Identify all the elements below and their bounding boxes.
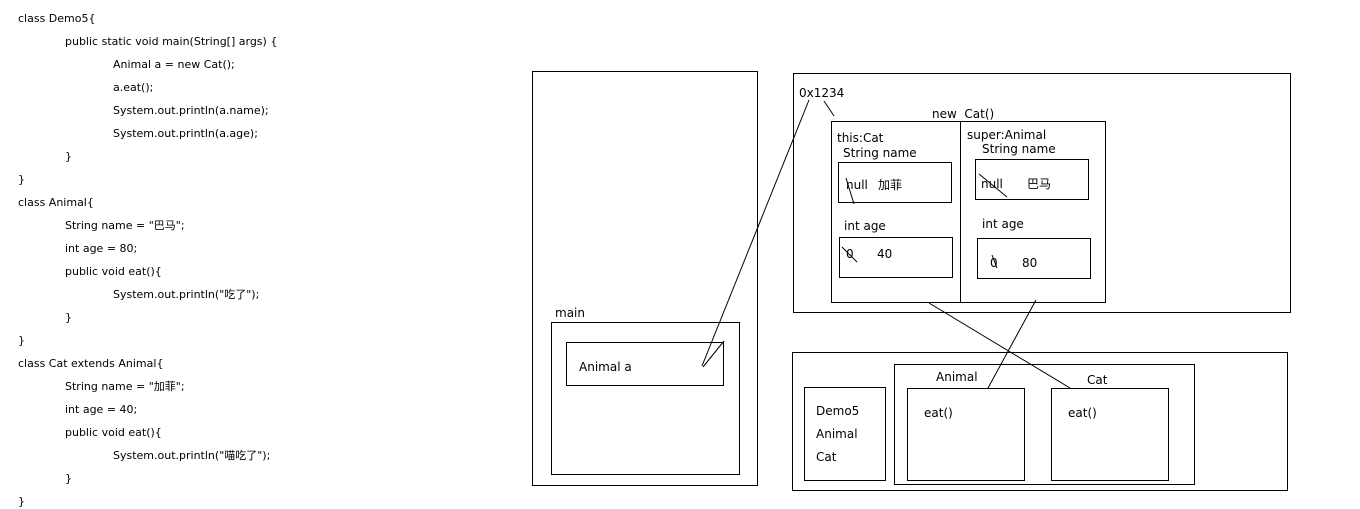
code-line: public static void main(String[] args) { <box>65 35 278 48</box>
animal-eat-method: eat() <box>924 406 953 420</box>
code-line: class Cat extends Animal{ <box>18 357 164 370</box>
class-list-box <box>804 387 886 481</box>
code-line: class Demo5{ <box>18 12 96 25</box>
code-line: } <box>65 150 72 163</box>
class-name-cat: Cat <box>816 450 837 464</box>
code-line: a.eat(); <box>113 81 154 94</box>
code-line: public void eat(){ <box>65 265 162 278</box>
method-area <box>792 352 1288 491</box>
super-name-field <box>975 159 1089 200</box>
code-line: } <box>18 495 25 508</box>
code-line: System.out.println("喵吃了"); <box>113 449 271 462</box>
cat-object <box>831 121 1106 303</box>
this-name-field <box>838 162 952 203</box>
methods-container <box>894 364 1195 485</box>
this-name-old-value: null <box>846 178 868 192</box>
code-line: int age = 80; <box>65 242 138 255</box>
super-age-field <box>977 238 1091 279</box>
cat-eat-method: eat() <box>1068 406 1097 420</box>
super-name-new-value: 巴马 <box>1027 177 1052 191</box>
cat-class-label: Cat <box>1087 373 1108 387</box>
code-line: } <box>18 173 25 186</box>
super-age-new-value: 80 <box>1022 256 1038 270</box>
object-address: 0x1234 <box>799 86 845 100</box>
class-name-animal: Animal <box>816 427 858 441</box>
super-age-old-value: 0 <box>990 256 998 270</box>
class-name-demo5: Demo5 <box>816 404 860 418</box>
this-name-strike <box>845 177 855 205</box>
code-line: int age = 40; <box>65 403 138 416</box>
code-line: String name = "巴马"; <box>65 219 185 232</box>
animal-class-label: Animal <box>936 370 978 384</box>
this-section-label: this:Cat <box>837 131 884 145</box>
super-name-strike <box>978 173 1008 198</box>
super-age-label: int age <box>982 217 1024 231</box>
method-link-line <box>987 299 1037 389</box>
reference-arrow-line <box>702 340 725 368</box>
method-link-line <box>928 302 1071 389</box>
main-frame-label: main <box>555 306 585 320</box>
super-age-strike <box>991 254 998 269</box>
super-section-label: super:Animal <box>967 128 1047 142</box>
code-line: System.out.println(a.name); <box>113 104 269 117</box>
this-name-label: String name <box>843 146 917 160</box>
object-divider <box>960 121 961 303</box>
cat-methods-box <box>1051 388 1169 481</box>
main-frame <box>551 322 740 475</box>
code-line: System.out.println("吃了"); <box>113 288 260 301</box>
heap-area <box>793 73 1291 313</box>
super-name-label: String name <box>982 142 1056 156</box>
this-name-new-value: 加菲 <box>878 178 903 192</box>
animal-methods-box <box>907 388 1025 481</box>
code-line: } <box>65 472 72 485</box>
this-age-field <box>839 237 953 278</box>
variable-a-label: Animal a <box>579 360 632 374</box>
reference-arrow-line <box>701 99 810 367</box>
address-pointer-line <box>823 100 835 117</box>
code-line: } <box>65 311 72 324</box>
this-age-old-value: 0 <box>846 247 854 261</box>
this-age-new-value: 40 <box>877 247 893 261</box>
this-age-strike <box>841 246 858 263</box>
code-line: } <box>18 334 25 347</box>
variable-a-box <box>566 342 724 386</box>
code-line: public void eat(){ <box>65 426 162 439</box>
object-label: new Cat() <box>932 107 995 121</box>
code-line: System.out.println(a.age); <box>113 127 258 140</box>
code-listing: class Demo5{ public static void main(Str… <box>0 0 520 509</box>
stack-area <box>532 71 758 486</box>
code-line: Animal a = new Cat(); <box>113 58 235 71</box>
this-age-label: int age <box>844 219 886 233</box>
code-line: String name = "加菲"; <box>65 380 185 393</box>
code-line: class Animal{ <box>18 196 94 209</box>
